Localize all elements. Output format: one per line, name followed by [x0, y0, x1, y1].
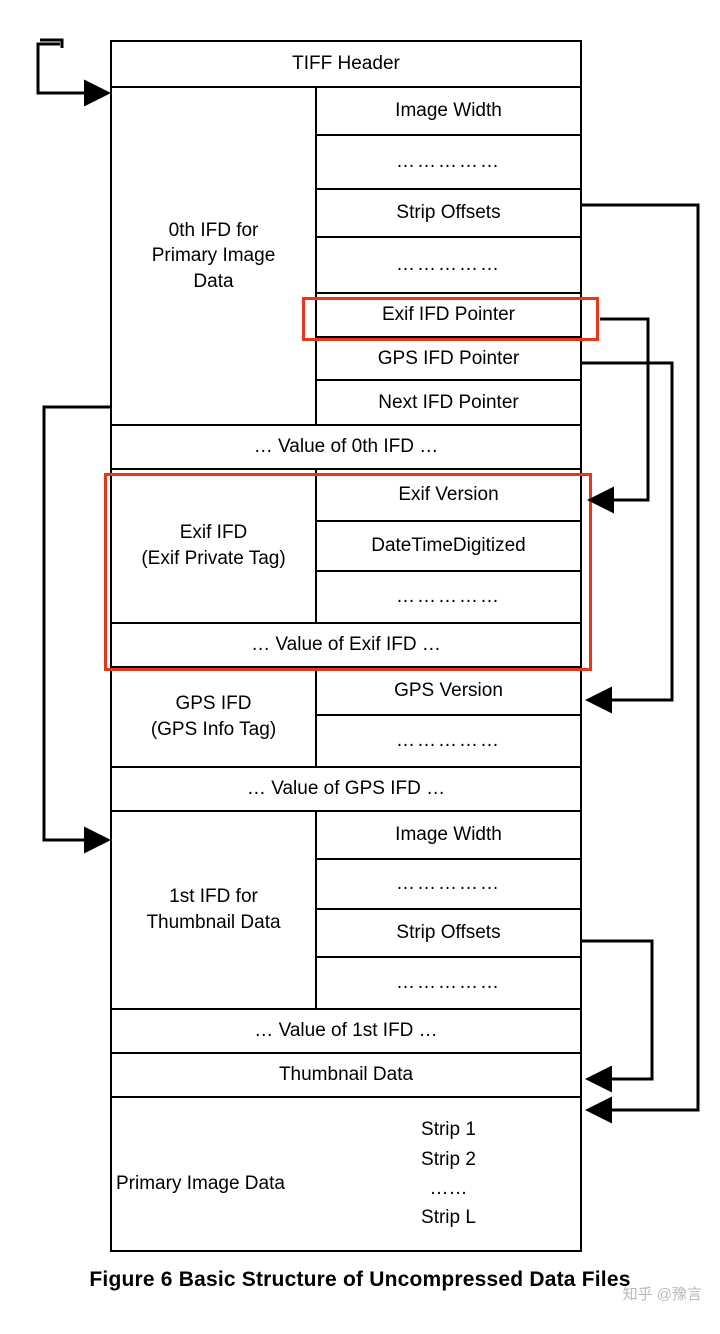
row-value-0th-ifd: … Value of 0th IFD …: [112, 426, 580, 470]
entry-thumb-dots-1: ……………: [317, 860, 580, 910]
row-tiff-header: TIFF Header: [112, 42, 580, 88]
entry-thumb-image-width: Image Width: [317, 812, 580, 860]
block-1st-ifd-label-line-2: Thumbnail Data: [146, 912, 281, 933]
primary-image-strips: Strip 1 Strip 2 …… Strip L: [317, 1098, 580, 1250]
arrow-header-to-0th-ifd: [36, 42, 111, 107]
entry-gps-dots: ……………: [396, 730, 501, 751]
entry-exif-ifd-pointer: Exif IFD Pointer: [317, 294, 580, 338]
block-0th-ifd: 0th IFD for Primary Image Data Image Wid…: [112, 88, 580, 426]
row-primary-image-data: Primary Image Data Strip 1 Strip 2 …… St…: [112, 1098, 580, 1250]
entry-gps-version: GPS Version: [317, 668, 580, 716]
strip-1: Strip 1: [421, 1119, 476, 1141]
block-1st-ifd: 1st IFD for Thumbnail Data Image Width ……: [112, 812, 580, 1010]
block-exif-ifd-label-line-2: (Exif Private Tag): [141, 548, 286, 569]
primary-image-data-label: Primary Image Data: [116, 1173, 285, 1195]
block-0th-ifd-entries: Image Width …………… Strip Offsets …………… Ex…: [317, 88, 580, 424]
arrow-gps-pointer-to-gps-ifd: [582, 361, 674, 714]
entry-exif-version: Exif Version: [317, 470, 580, 522]
block-1st-ifd-label: 1st IFD for Thumbnail Data: [112, 812, 317, 1008]
strip-dots: ……: [429, 1178, 468, 1199]
block-exif-ifd-entries: Exif Version DateTimeDigitized ……………: [317, 470, 580, 622]
arrow-next-ifd-to-1st-ifd: [42, 405, 112, 854]
block-exif-ifd-label-line-1: Exif IFD: [179, 522, 248, 544]
entry-thumb-strip-offsets: Strip Offsets: [317, 910, 580, 958]
entry-next-ifd-pointer: Next IFD Pointer: [378, 391, 519, 413]
block-0th-ifd-label-line-2: Primary Image: [151, 245, 276, 267]
block-0th-ifd-label-line-3: Data: [193, 270, 234, 292]
watermark: 知乎 @豫言: [622, 1286, 702, 1303]
entry-thumb-dots-2: ……………: [396, 972, 501, 993]
block-1st-ifd-entries: Image Width …………… Strip Offsets ……………: [317, 812, 580, 1008]
row-value-gps-ifd: … Value of GPS IFD …: [112, 768, 580, 812]
block-0th-ifd-label-line-1: 0th IFD for: [168, 219, 259, 241]
entry-exif-dots: ……………: [396, 586, 501, 607]
block-exif-ifd: Exif IFD (Exif Private Tag) Exif Version…: [112, 470, 580, 624]
figure-caption: Figure 6 Basic Structure of Uncompressed…: [89, 1268, 631, 1291]
row-thumbnail-data: Thumbnail Data: [112, 1054, 580, 1098]
entry-strip-offsets: Strip Offsets: [317, 190, 580, 238]
strip-2: Strip 2: [421, 1148, 476, 1170]
entry-dots-1: ……………: [317, 136, 580, 190]
block-gps-ifd-label: GPS IFD (GPS Info Tag): [112, 668, 317, 766]
value-exif-ifd-label: … Value of Exif IFD …: [251, 634, 441, 656]
entry-image-width: Image Width: [317, 88, 580, 136]
arrow-strip-offsets-to-primary: [582, 203, 700, 1124]
tiff-header-label: TIFF Header: [292, 53, 400, 75]
block-0th-ifd-label: 0th IFD for Primary Image Data: [112, 88, 317, 424]
block-gps-ifd-label-line-2: (GPS Info Tag): [150, 719, 277, 740]
block-1st-ifd-label-line-1: 1st IFD for: [169, 886, 258, 908]
value-gps-ifd-label: … Value of GPS IFD …: [246, 778, 446, 800]
row-value-1st-ifd: … Value of 1st IFD …: [112, 1010, 580, 1054]
structure-table: TIFF Header 0th IFD for Primary Image Da…: [110, 40, 582, 1252]
thumbnail-data-label: Thumbnail Data: [278, 1064, 414, 1086]
block-exif-ifd-label: Exif IFD (Exif Private Tag): [112, 470, 317, 622]
entry-datetimedigitized: DateTimeDigitized: [317, 522, 580, 572]
entry-gps-ifd-pointer: GPS IFD Pointer: [317, 338, 580, 381]
value-1st-ifd-label: … Value of 1st IFD …: [254, 1020, 438, 1042]
arrow-thumb-strip-offsets-to-thumbnail: [582, 939, 654, 1093]
block-gps-ifd: GPS IFD (GPS Info Tag) GPS Version ……………: [112, 668, 580, 768]
strip-l: Strip L: [421, 1207, 476, 1229]
value-0th-ifd-label: … Value of 0th IFD …: [253, 436, 439, 458]
arrow-exif-pointer-to-exif-ifd: [587, 317, 650, 514]
entry-dots-2: ……………: [317, 238, 580, 294]
block-gps-ifd-label-line-1: GPS IFD: [175, 693, 252, 715]
row-value-exif-ifd: … Value of Exif IFD …: [112, 624, 580, 668]
block-gps-ifd-entries: GPS Version ……………: [317, 668, 580, 766]
